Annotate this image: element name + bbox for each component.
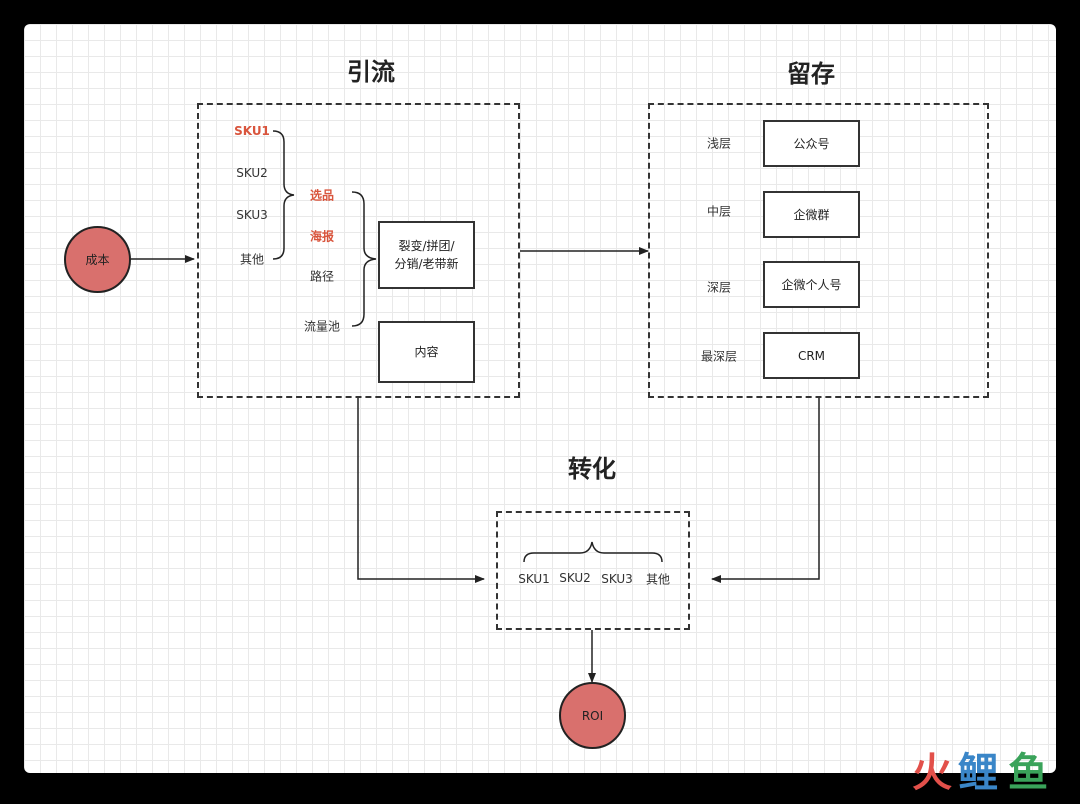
conversion-item: SKU1 <box>518 572 550 586</box>
arrow-liucun-to-zhuanhua <box>711 398 820 583</box>
level-label: 深层 <box>706 280 732 295</box>
content-box: 内容 <box>378 321 475 383</box>
connectors-layer <box>131 130 820 683</box>
traffic-pool-label: 流量池 <box>303 319 341 334</box>
section-title-liucun: 留存 <box>787 60 835 88</box>
conversion-item: SKU2 <box>559 571 591 585</box>
fission-box: 裂变/拼团/ 分销/老带新 <box>378 221 475 289</box>
section-title-zhuanhua: 转化 <box>568 455 616 483</box>
path-label: 路径 <box>309 269 335 284</box>
conversion-item: 其他 <box>645 572 671 587</box>
arrow-yinliu-to-zhuanhua <box>357 398 485 583</box>
brand-watermark-graphic: 火 鲤 鱼 <box>912 750 1048 796</box>
cost-node-label: 成本 <box>85 253 110 267</box>
channel-box: 企微群 <box>763 191 860 238</box>
diagram-canvas: 引流 留存 转化 成本 SKU1 SKU2 SKU3 其他 选品 海报 路径 流… <box>24 24 1056 773</box>
svg-text:火: 火 <box>912 750 952 794</box>
roi-node-label: ROI <box>581 708 604 723</box>
conversion-item: SKU3 <box>601 572 633 586</box>
brand-watermark-logo: 火 鲤 鱼 <box>912 748 1058 796</box>
brace-sku <box>272 130 295 260</box>
brace-middle <box>351 191 377 327</box>
svg-text:鲤: 鲤 <box>958 750 998 794</box>
poster-label: 海报 <box>309 229 335 244</box>
section-title-yinliu: 引流 <box>347 58 395 86</box>
cost-node: 成本 <box>64 226 131 293</box>
level-label: 中层 <box>706 204 732 219</box>
zhuanhua-group <box>496 511 690 630</box>
svg-text:鱼: 鱼 <box>1008 750 1048 794</box>
sku-label: SKU1 <box>234 124 270 138</box>
channel-box: 企微个人号 <box>763 261 860 308</box>
selection-label: 选品 <box>309 188 335 203</box>
level-label: 最深层 <box>700 349 738 364</box>
channel-box: 公众号 <box>763 120 860 167</box>
sku-label: 其他 <box>239 252 265 267</box>
channel-box: CRM <box>763 332 860 379</box>
roi-node: ROI <box>559 682 626 749</box>
sku-label: SKU2 <box>236 166 268 180</box>
level-label: 浅层 <box>706 136 732 151</box>
liucun-group <box>648 103 989 398</box>
brace-zhuanhua <box>523 541 663 563</box>
yinliu-group <box>197 103 520 398</box>
sku-label: SKU3 <box>236 208 268 222</box>
